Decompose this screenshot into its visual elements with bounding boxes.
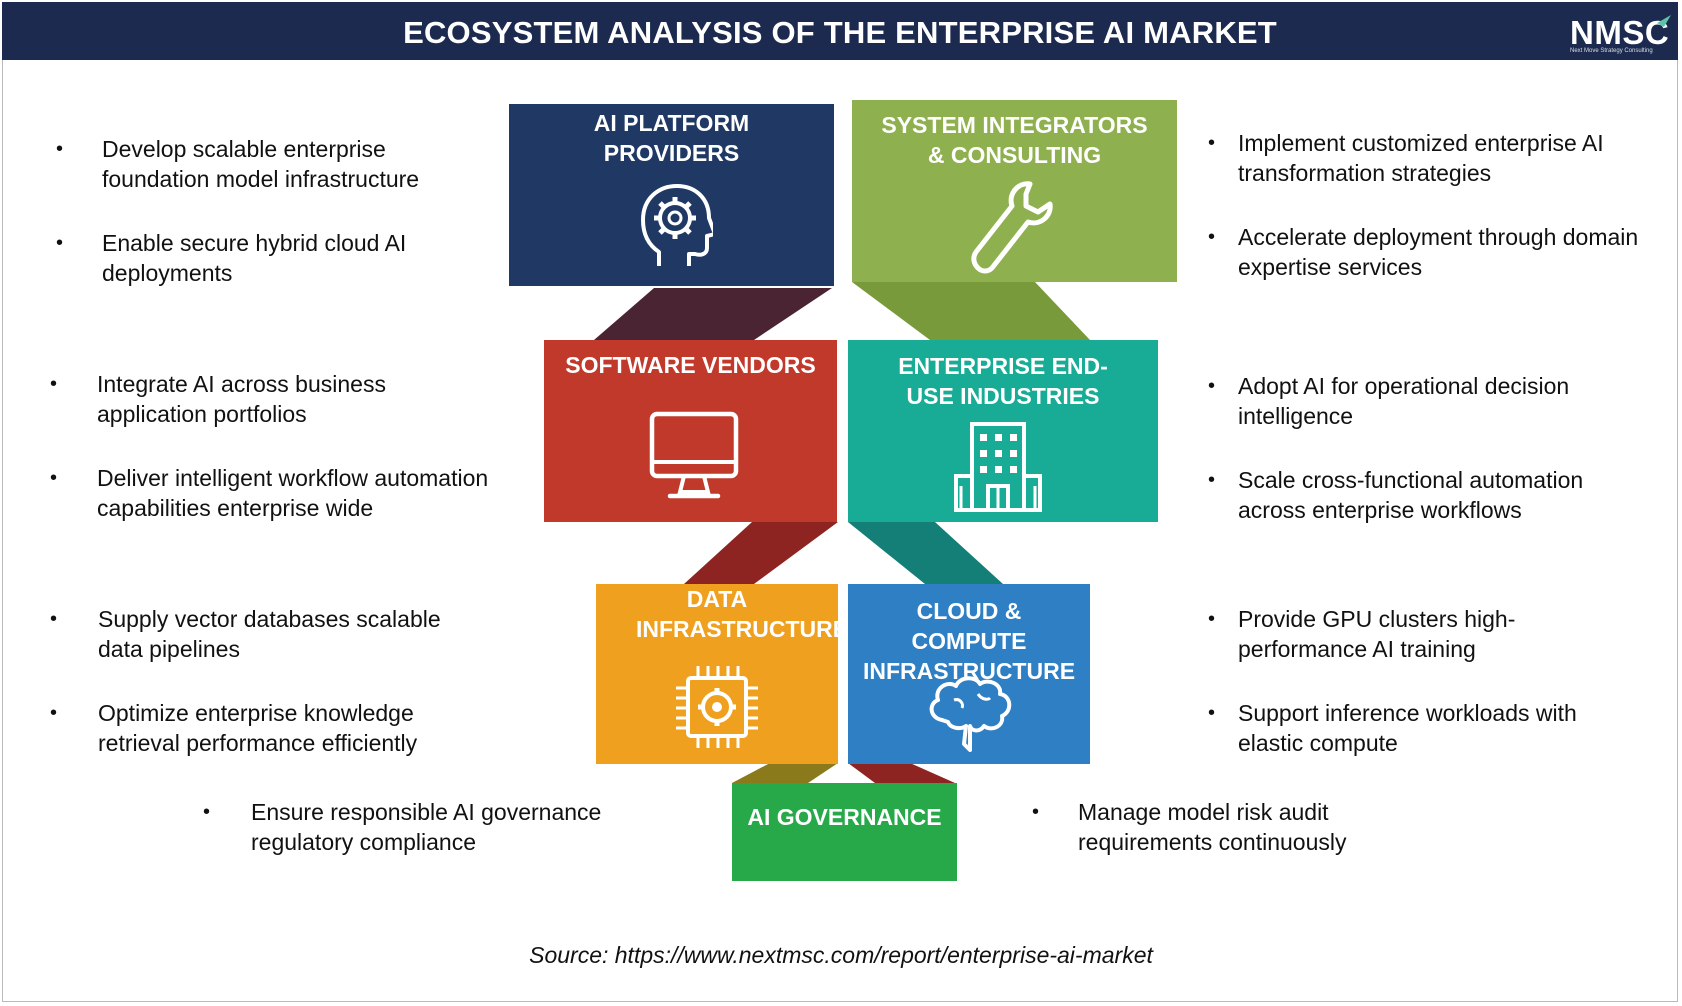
page-title: ECOSYSTEM ANALYSIS OF THE ENTERPRISE AI … bbox=[403, 15, 1277, 50]
connector-software-data bbox=[684, 522, 838, 584]
bullet-text: Integrate AI across business application… bbox=[97, 371, 386, 427]
list-item: •Support inference workloads with elasti… bbox=[1208, 698, 1628, 758]
nmsc-logo: NMSC Next Move Strategy Consulting bbox=[1562, 10, 1674, 58]
enterprise-end-use-label: ENTERPRISE END-USE INDUSTRIES bbox=[898, 353, 1108, 409]
bullet-text: Support inference workloads with elastic… bbox=[1238, 700, 1577, 756]
list-item: •Scale cross-functional automation acros… bbox=[1208, 465, 1628, 525]
logo-tagline: Next Move Strategy Consulting bbox=[1570, 48, 1653, 54]
list-item: •Optimize enterprise knowledge retrieval… bbox=[50, 698, 490, 758]
bullet-text: Develop scalable enterprise foundation m… bbox=[102, 136, 420, 192]
brain-cloud-icon bbox=[929, 676, 1012, 752]
data-infrastructure-label: DATA INFRASTRUCTURE bbox=[636, 586, 849, 642]
list-item: •Provide GPU clusters high-performance A… bbox=[1208, 604, 1628, 664]
ai-governance-box: AI GOVERNANCE bbox=[732, 783, 957, 881]
source-citation: Source: https://www.nextmsc.com/report/e… bbox=[529, 942, 1153, 968]
monitor-icon bbox=[649, 411, 739, 499]
cloud-compute-box: CLOUD & COMPUTE INFRASTRUCTURE bbox=[848, 584, 1090, 764]
data-infrastructure-box: DATA INFRASTRUCTURE bbox=[596, 584, 849, 764]
list-item: •Enable secure hybrid cloud AI deploymen… bbox=[56, 228, 476, 288]
bullet-text: Manage model risk audit requirements con… bbox=[1078, 799, 1347, 855]
ai-governance-label: AI GOVERNANCE bbox=[747, 804, 942, 830]
connector-cloud-governance bbox=[848, 763, 955, 783]
list-item: •Accelerate deployment through domain ex… bbox=[1208, 222, 1648, 282]
software-vendors-label: SOFTWARE VENDORS bbox=[565, 352, 816, 378]
bullet-text: Implement customized enterprise AI trans… bbox=[1238, 130, 1604, 186]
list-item: •Integrate AI across business applicatio… bbox=[50, 369, 490, 429]
bullet-text: Provide GPU clusters high-performance AI… bbox=[1238, 606, 1516, 662]
bullet-text: Deliver intelligent workflow automation … bbox=[97, 465, 489, 521]
ai-platform-providers-box: AI PLATFORM PROVIDERS bbox=[509, 104, 834, 286]
bullet-text: Enable secure hybrid cloud AI deployment… bbox=[102, 230, 407, 286]
bullet-text: Scale cross-functional automation across… bbox=[1238, 467, 1584, 523]
bullet-text: Adopt AI for operational decision intell… bbox=[1238, 373, 1570, 429]
list-item: •Ensure responsible AI governance regula… bbox=[203, 797, 653, 857]
building-icon bbox=[954, 422, 1042, 512]
enterprise-end-use-box: ENTERPRISE END-USE INDUSTRIES bbox=[848, 340, 1158, 522]
logo-text: NMSC bbox=[1570, 14, 1670, 51]
cloud-compute-label: CLOUD & COMPUTE INFRASTRUCTURE bbox=[862, 598, 1076, 684]
chip-gear-icon bbox=[676, 666, 758, 748]
list-item: •Supply vector databases scalable data p… bbox=[50, 604, 490, 664]
list-item: •Develop scalable enterprise foundation … bbox=[56, 134, 476, 194]
connector-enduse-cloud bbox=[848, 522, 1003, 584]
list-item: •Implement customized enterprise AI tran… bbox=[1208, 128, 1648, 188]
wrench-icon bbox=[971, 181, 1053, 274]
ai-platform-providers-label: AI PLATFORM PROVIDERS bbox=[593, 110, 750, 166]
bullet-text: Supply vector databases scalable data pi… bbox=[98, 606, 441, 662]
connector-platform-software bbox=[594, 288, 832, 340]
system-integrators-box: SYSTEM INTEGRATORS & CONSULTING bbox=[852, 100, 1177, 282]
head-gear-icon bbox=[641, 184, 713, 266]
software-vendors-box: SOFTWARE VENDORS bbox=[544, 340, 837, 522]
bullet-text: Ensure responsible AI governance regulat… bbox=[251, 799, 602, 855]
connector-data-governance bbox=[732, 763, 838, 783]
system-integrators-label: SYSTEM INTEGRATORS & CONSULTING bbox=[881, 112, 1148, 168]
bullet-text: Accelerate deployment through domain exp… bbox=[1238, 224, 1639, 280]
list-item: •Adopt AI for operational decision intel… bbox=[1208, 371, 1628, 431]
bullet-text: Optimize enterprise knowledge retrieval … bbox=[98, 700, 418, 756]
list-item: •Deliver intelligent workflow automation… bbox=[50, 465, 489, 521]
header-bar: ECOSYSTEM ANALYSIS OF THE ENTERPRISE AI … bbox=[2, 2, 1678, 60]
list-item: •Manage model risk audit requirements co… bbox=[1032, 797, 1462, 857]
connector-integrators-enduse bbox=[852, 282, 1090, 340]
